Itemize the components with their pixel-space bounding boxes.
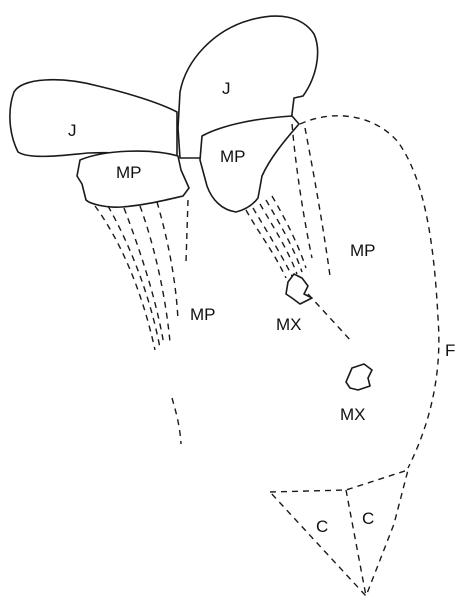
left-mp-dashed-line <box>156 201 179 321</box>
right-mp-dashed-line <box>291 123 313 259</box>
label-mp-left-bone: MP <box>116 163 142 182</box>
upper-mx-fragment <box>285 273 313 305</box>
frontal-dashed-outline <box>299 115 440 469</box>
right-mp-dashed-line <box>252 207 293 277</box>
right-mp-bone <box>199 115 300 213</box>
right-mp-dashed-line <box>265 199 303 273</box>
label-mx-lower: MX <box>340 405 366 424</box>
label-f: F <box>445 341 455 360</box>
label-mx-upper: MX <box>276 315 302 334</box>
left-mp-dashed-line <box>107 205 161 349</box>
mx-connector-dashed-line <box>307 293 353 343</box>
left-mp-dashed-line <box>123 207 165 346</box>
label-mp-right-bone: MP <box>220 147 246 166</box>
right-mp-dashed-line <box>304 127 331 277</box>
right-mp-dashed-line <box>271 195 307 269</box>
left-mp-dashed-line <box>185 199 189 263</box>
cranial-dashed-divider <box>345 489 367 597</box>
label-mp-right-region: MP <box>350 241 376 260</box>
label-c-right: C <box>362 509 374 528</box>
label-mp-left-region: MP <box>190 305 216 324</box>
left-mp-bone <box>76 150 190 208</box>
right-mp-dashed-line <box>259 203 298 275</box>
label-j-left: J <box>68 121 77 140</box>
left-jugal-bone <box>9 78 178 161</box>
label-j-right: J <box>222 79 231 98</box>
lower-dashed-fragment <box>171 397 182 445</box>
left-mp-dashed-line <box>94 205 156 351</box>
cranial-dashed-outline <box>268 468 409 598</box>
right-mp-dashed-line <box>245 209 287 279</box>
lower-mx-fragment <box>345 363 373 391</box>
label-c-left: C <box>316 517 328 536</box>
left-mp-dashed-line <box>139 205 171 343</box>
